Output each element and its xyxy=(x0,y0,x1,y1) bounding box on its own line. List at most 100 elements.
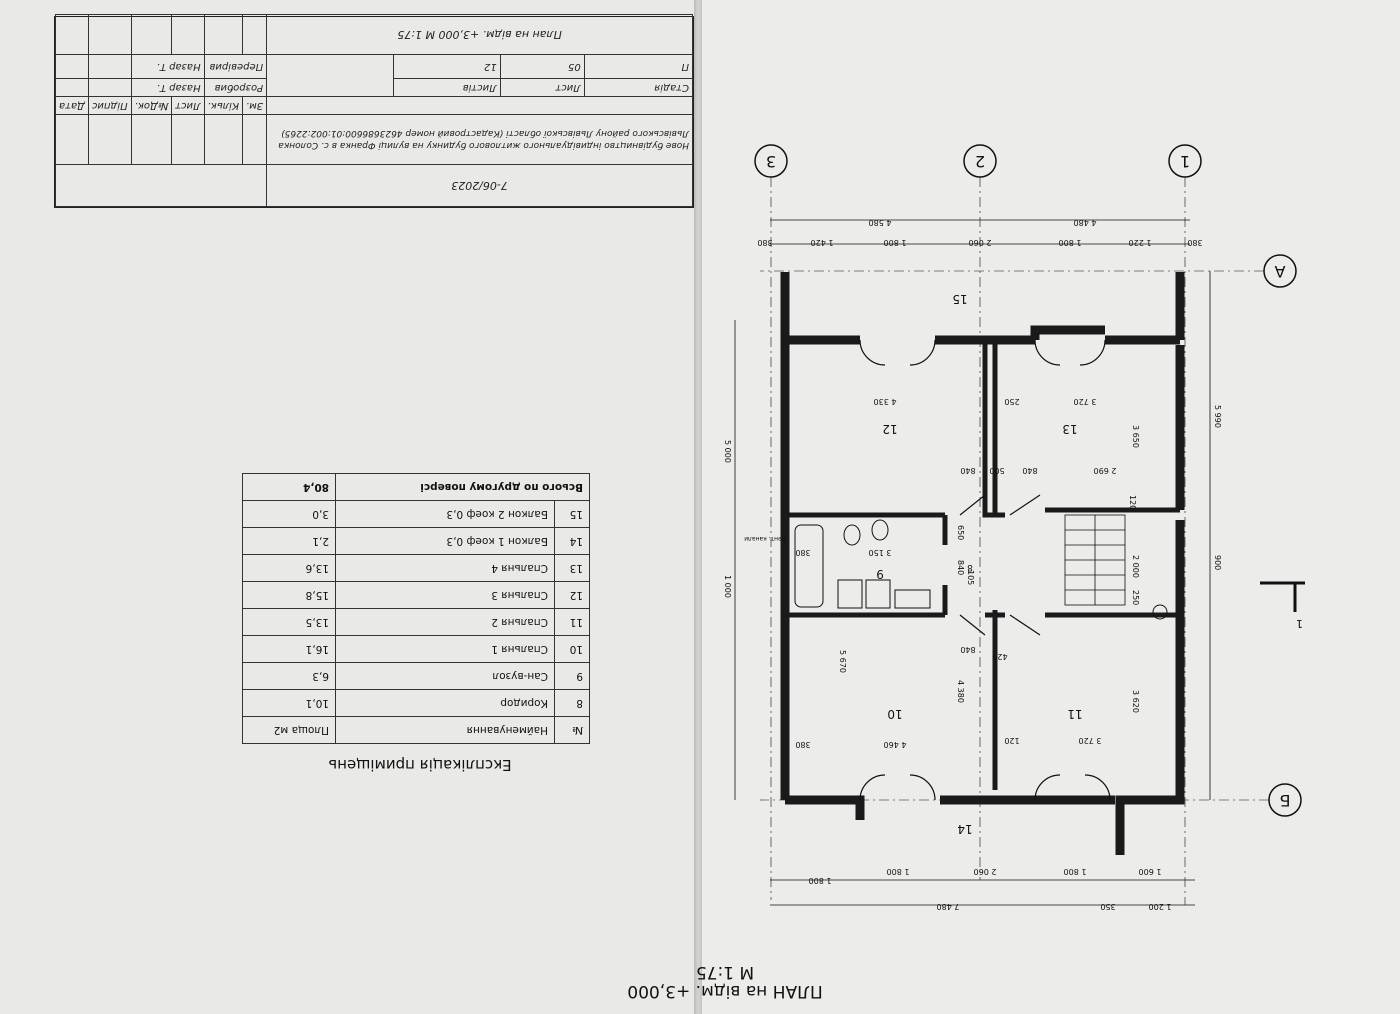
inner-dim: 2 000 xyxy=(1131,555,1140,578)
role-1: Розробив xyxy=(204,78,267,97)
dim-bottom-4: 1 800 xyxy=(809,876,832,885)
inner-dim: 3 620 xyxy=(1131,690,1140,713)
axis-a: А xyxy=(1274,262,1285,281)
total-row: Всього по другому поверсі 80,4 xyxy=(242,473,590,501)
inner-dim: 3 650 xyxy=(1131,425,1140,448)
col-lyst: Лист xyxy=(171,96,205,115)
dim-top-1: 1 220 xyxy=(1129,238,1152,247)
stage-header: Стадія xyxy=(584,78,693,97)
inner-dim: 840 xyxy=(960,645,975,654)
dim-side-0: 5 990 xyxy=(1213,405,1222,428)
room-9: 9 xyxy=(876,567,884,581)
inner-dim: 5 670 xyxy=(838,650,847,673)
name-0: Назар Т. xyxy=(131,54,205,79)
dim-top-total-0: 4 480 xyxy=(1074,218,1097,227)
inner-dim: 840 xyxy=(956,560,965,575)
title-block: 7-06/2023 Нове будівництво індивідуально… xyxy=(54,14,694,208)
inner-dim: 105 xyxy=(966,570,975,585)
inner-dim: 500 xyxy=(989,466,1004,475)
room-10: 10 xyxy=(887,707,902,721)
dim-bottom2-1: 350 xyxy=(1100,902,1115,911)
dim-top-3: 2 060 xyxy=(969,238,992,247)
col-data: Дата xyxy=(55,96,89,115)
left-sheet xyxy=(0,0,694,1014)
inner-dim: 250 xyxy=(1131,590,1140,605)
expl-header-area: Площа м2 xyxy=(242,716,336,744)
col-dok: №Док. xyxy=(131,96,172,115)
inner-dim: 250 xyxy=(1004,397,1019,406)
inner-dim: 120 xyxy=(1004,736,1019,745)
sheet-title: План на відм. +3,000 М 1:75 xyxy=(266,14,693,55)
col-pidpys: Підпис xyxy=(88,96,132,115)
axis-markers xyxy=(754,144,1302,905)
inner-dim: 4 460 xyxy=(884,740,907,749)
inner-dim: 120 xyxy=(1128,495,1137,510)
room-12: 12 xyxy=(882,422,897,436)
inner-dim: 3 720 xyxy=(1079,736,1102,745)
floor-plan: 1 2 3 А Б 1 15 13 12 9 11 10 14 8 380 1 … xyxy=(723,144,1305,911)
page-fold xyxy=(694,0,702,1014)
role-0: Перевірив xyxy=(204,54,267,79)
sheet-header: Лист xyxy=(500,78,585,97)
inner-dim: 4 330 xyxy=(874,397,897,406)
explication-title: Експлікація приміщень xyxy=(328,756,512,774)
col-zm: Зм. xyxy=(242,96,267,115)
room-8: 8 xyxy=(967,562,973,572)
inner-dim: 2 690 xyxy=(1094,466,1117,475)
right-sheet xyxy=(702,0,1400,1014)
dim-bottom-0: 1 600 xyxy=(1139,867,1162,876)
room-15: 15 xyxy=(952,292,967,306)
axis-1: 1 xyxy=(1180,152,1190,171)
dim-bottom2-0: 1 200 xyxy=(1149,902,1172,911)
section-mark: 1 xyxy=(1296,617,1303,630)
dim-top-6: 380 xyxy=(757,238,772,247)
vent-note: Вент. канали xyxy=(744,535,786,542)
axis-2: 2 xyxy=(975,152,985,171)
dim-top-4: 1 800 xyxy=(884,238,907,247)
expl-header-n: № xyxy=(554,716,590,744)
axis-b: Б xyxy=(1280,791,1291,810)
dim-side-2: 5 000 xyxy=(723,440,732,463)
inner-dim: 4 380 xyxy=(956,680,965,703)
dim-top-total-1: 4 580 xyxy=(869,218,892,227)
dim-bottom-2: 2 060 xyxy=(974,867,997,876)
inner-dim: 840 xyxy=(1022,466,1037,475)
stage-value: П xyxy=(584,54,693,79)
room-11: 11 xyxy=(1067,707,1082,721)
project-code: 7-06/2023 xyxy=(266,164,693,207)
inner-dim: 380 xyxy=(795,548,810,557)
col-kilk: Кільк. xyxy=(204,96,243,115)
dim-top-5: 1 420 xyxy=(811,238,834,247)
inner-dim: 840 xyxy=(960,466,975,475)
sheets-header: Листів xyxy=(393,78,501,97)
axis-3: 3 xyxy=(766,152,776,171)
inner-dim: 380 xyxy=(795,740,810,749)
name-1: Назар Т. xyxy=(131,78,205,97)
dim-bottom-1: 1 800 xyxy=(1064,867,1087,876)
sheets-value: 12 xyxy=(393,54,501,79)
inner-dim: 3 720 xyxy=(1074,397,1097,406)
room-14: 14 xyxy=(957,822,972,836)
inner-dim: 420 xyxy=(992,652,1007,661)
expl-header-name: Найменування xyxy=(335,716,555,744)
dim-side-3: 1 000 xyxy=(723,575,732,598)
sheet-value: 05 xyxy=(500,54,585,79)
dim-bottom2-2: 7 480 xyxy=(937,902,960,911)
dim-top-0: 380 xyxy=(1187,238,1202,247)
room-13: 13 xyxy=(1062,422,1077,436)
dim-bottom-3: 1 800 xyxy=(887,867,910,876)
dim-top-2: 1 800 xyxy=(1059,238,1082,247)
inner-dim: 3 150 xyxy=(869,548,892,557)
project-text: Нове будівництво індивідуального житлово… xyxy=(266,114,693,165)
inner-dim: 650 xyxy=(956,525,965,540)
dim-side-1: 900 xyxy=(1213,555,1222,570)
